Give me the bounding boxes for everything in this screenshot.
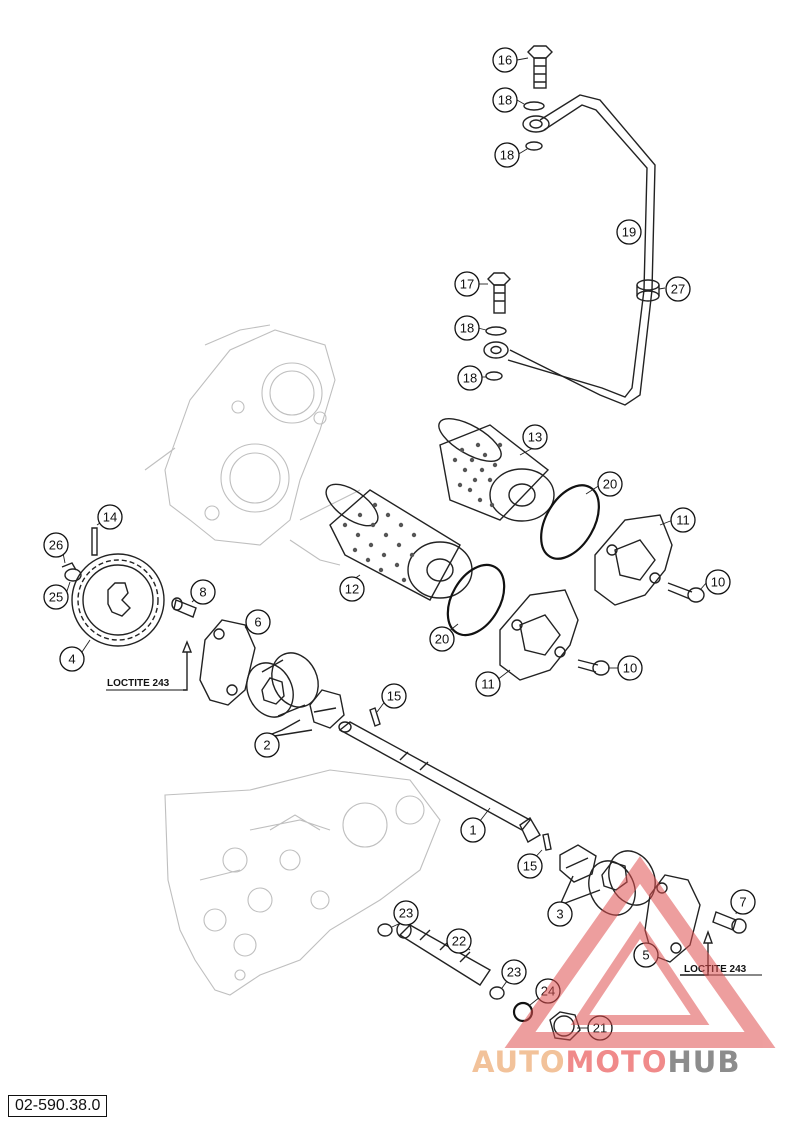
callout-5: 5: [642, 948, 649, 963]
callout-6: 6: [254, 615, 261, 630]
figure-code-label: 02-590.38.0: [8, 1095, 108, 1117]
filter-cover-11-upper: [594, 514, 673, 606]
callout-19: 19: [622, 225, 636, 240]
washer-18-c: [485, 326, 507, 336]
inner-rotor-2: [309, 689, 345, 729]
loctite-leader-left: [183, 652, 188, 691]
callout-18-d: 18: [463, 371, 477, 386]
loctite-drop-right: [703, 929, 713, 944]
ghost-engine-lower: [164, 769, 441, 996]
loctite-drop-left: [181, 640, 193, 653]
watermark-triangle-icon: [504, 856, 776, 1048]
callout-1: 1: [469, 823, 476, 838]
oil-line-19: [507, 94, 656, 406]
banjo-bolt-16: [527, 45, 553, 89]
filter-cover-11-lower: [499, 589, 579, 681]
pin-14: [91, 527, 98, 556]
watermark-logo: AUTOMOTOHUB: [472, 1045, 794, 1085]
pump-rotor-2: [246, 652, 319, 718]
callout-16: 16: [498, 53, 512, 68]
screw-10-upper: [667, 582, 705, 603]
callout-23-a: 23: [399, 906, 413, 921]
screw-10-lower: [577, 659, 610, 676]
ghost-engine-upper: [144, 324, 361, 566]
oil-strainer-22: [396, 921, 492, 986]
pump-shaft-1: [338, 721, 541, 843]
watermark-moto: MOTO: [565, 1045, 668, 1079]
o-ring-23-left: [377, 923, 393, 937]
pump-cover-6: [199, 619, 256, 706]
banjo-fitting-lower: [483, 341, 509, 359]
callout-14: 14: [103, 510, 117, 525]
inner-rotor-3: [559, 844, 597, 883]
watermark-auto: AUTO: [472, 1045, 566, 1079]
callout-12: 12: [345, 582, 359, 597]
washer-18-b: [525, 141, 543, 151]
oil-filter-12: [325, 483, 473, 601]
callout-20-b: 20: [435, 632, 449, 647]
callout-10-a: 10: [711, 575, 725, 590]
washer-18-d: [485, 371, 503, 381]
pin-15-lower: [542, 833, 552, 851]
callout-7: 7: [739, 895, 746, 910]
callout-22: 22: [452, 934, 466, 949]
o-ring-20-lower: [446, 563, 506, 637]
pin-15-upper: [369, 707, 381, 727]
oil-pump-gear-4: [71, 553, 165, 647]
oil-filter-13: [438, 418, 555, 522]
callout-27: 27: [671, 282, 685, 297]
callout-15-b: 15: [523, 859, 537, 874]
callout-18-a: 18: [498, 93, 512, 108]
watermark-hub: HUB: [667, 1045, 741, 1079]
o-ring-23-right: [489, 986, 505, 1000]
callout-15-a: 15: [387, 689, 401, 704]
screw-7: [712, 911, 747, 934]
callout-25: 25: [49, 590, 63, 605]
callout-2: 2: [263, 738, 270, 753]
callout-23-b: 23: [507, 965, 521, 980]
callout-4: 4: [68, 652, 75, 667]
loctite-note-left: LOCTITE 243: [107, 678, 170, 689]
banjo-bolt-17: [487, 272, 511, 314]
circlip-26: [61, 562, 77, 571]
callout-26: 26: [49, 538, 63, 553]
line-clamp-27: [636, 279, 660, 302]
washer-25: [64, 568, 82, 582]
callout-17: 17: [460, 277, 474, 292]
callout-20-a: 20: [603, 477, 617, 492]
callout-18-c: 18: [460, 321, 474, 336]
callout-10-b: 10: [623, 661, 637, 676]
leader-3: [559, 875, 601, 906]
washer-18-a: [523, 101, 545, 111]
callout-13: 13: [528, 430, 542, 445]
callout-3: 3: [556, 907, 563, 922]
callout-11-a: 11: [676, 513, 690, 528]
banjo-fitting-upper: [522, 115, 550, 133]
callout-8: 8: [199, 585, 206, 600]
callout-11-b: 11: [481, 677, 495, 692]
screw-8: [171, 597, 197, 618]
o-ring-20-upper: [540, 484, 600, 560]
callout-18-b: 18: [500, 148, 514, 163]
